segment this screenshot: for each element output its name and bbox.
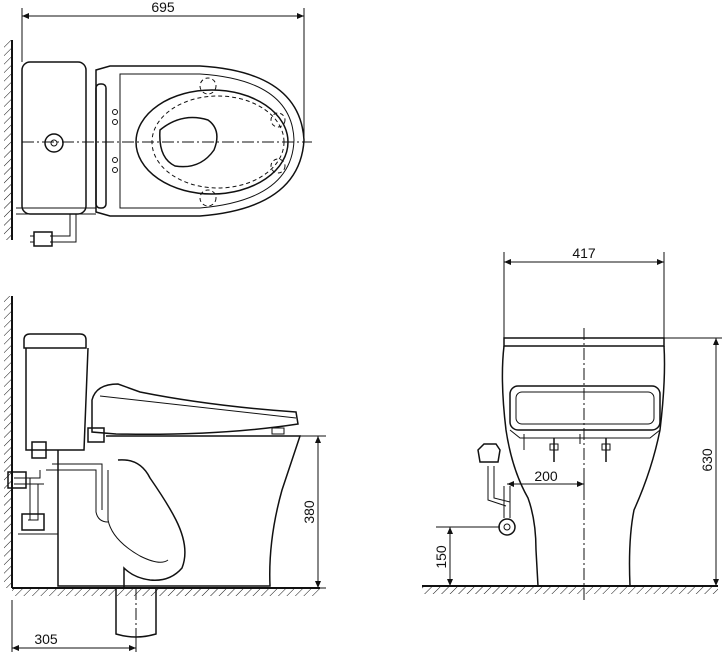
dim-label-supply-height: 150 <box>433 545 449 569</box>
dim-label-seat-height: 380 <box>301 500 317 524</box>
side-view-trapway <box>117 459 186 588</box>
dim-label-rough-in: 305 <box>34 631 58 647</box>
side-view-wall-hatch <box>4 296 12 588</box>
top-view-tank <box>21 61 87 215</box>
top-view-supply-pipe <box>16 207 96 243</box>
top-view-wall-hatch <box>4 40 12 240</box>
front-view-fill-valve <box>477 443 501 463</box>
side-view-supply-pipe <box>14 463 109 523</box>
front-view-floor-hatch <box>422 586 718 594</box>
side-view-seat <box>91 383 299 436</box>
side-view-tank <box>23 333 87 349</box>
front-view: 417 630 200 150 <box>422 245 722 600</box>
dim-label-front-height: 630 <box>699 448 715 472</box>
front-view-seat <box>509 385 661 431</box>
dim-label-inlet-offset: 200 <box>534 468 558 484</box>
top-view-flush-button <box>44 133 64 153</box>
top-view-seat-hinge <box>95 83 107 209</box>
side-view-bowl-body <box>57 435 302 587</box>
top-view-seat-outline <box>119 73 295 209</box>
dim-label-top-length: 695 <box>151 0 175 15</box>
top-view-water-surface <box>159 116 218 168</box>
dim-label-front-width: 417 <box>572 245 596 261</box>
top-view: 695 <box>4 0 312 247</box>
top-view-valve <box>33 231 53 247</box>
front-view-supply-stop <box>498 518 516 536</box>
side-view: 380 305 <box>4 296 326 652</box>
front-view-connectors <box>523 434 611 462</box>
top-view-bowl-outline <box>95 65 305 217</box>
front-view-supply-pipe <box>487 466 511 518</box>
front-view-body <box>501 345 666 587</box>
side-view-floor-hatch <box>12 588 320 596</box>
